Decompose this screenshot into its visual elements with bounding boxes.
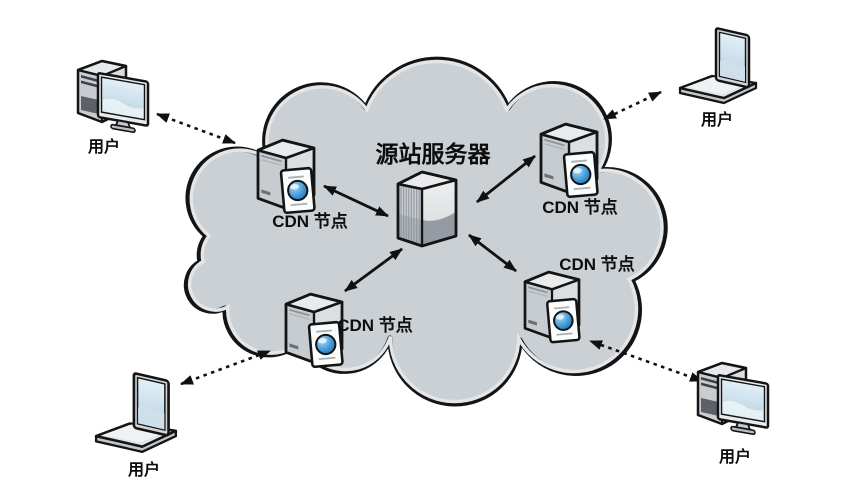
dashed-arrow-user-top-right: [603, 90, 662, 121]
laptop-icon-top-right: [678, 26, 758, 105]
dashed-arrow-user-bottom-left: [180, 349, 271, 386]
solid-arrow-cdn-right-origin: [476, 154, 536, 204]
laptop-icon-bottom-left: [94, 371, 178, 454]
origin-server-icon: [398, 172, 456, 248]
solid-arrow-cdn-bottom-right-origin: [468, 233, 517, 273]
cdn-bottom-left-label: CDN 节点: [337, 315, 413, 335]
desktop-computer-icon-bottom-right: [696, 361, 770, 439]
user-top-right-label: 用户: [701, 110, 733, 129]
cdn-left-label: CDN 节点: [272, 211, 348, 231]
cdn-node-icon-bottom-right: [523, 270, 582, 344]
cdn-node-icon-bottom-left: [284, 292, 345, 369]
user-bottom-right-label: 用户: [719, 447, 751, 466]
origin-server-label: 源站服务器: [376, 141, 492, 167]
user-bottom-left-label: 用户: [128, 460, 160, 479]
cdn-bottom-right-label: CDN 节点: [559, 254, 635, 274]
cloud-inner-highlight: [187, 59, 664, 404]
solid-arrow-cdn-left-origin: [323, 184, 389, 218]
user-top-left-label: 用户: [88, 137, 120, 156]
cdn-node-icon-left: [256, 138, 317, 215]
dashed-arrow-user-bottom-right: [589, 339, 703, 383]
dashed-arrow-user-top-left: [156, 112, 236, 145]
solid-arrow-cdn-bottom-left-origin: [344, 247, 403, 293]
desktop-computer-icon-top-left: [76, 59, 150, 137]
cdn-right-label: CDN 节点: [542, 197, 618, 217]
cdn-node-icon-right: [539, 122, 600, 199]
